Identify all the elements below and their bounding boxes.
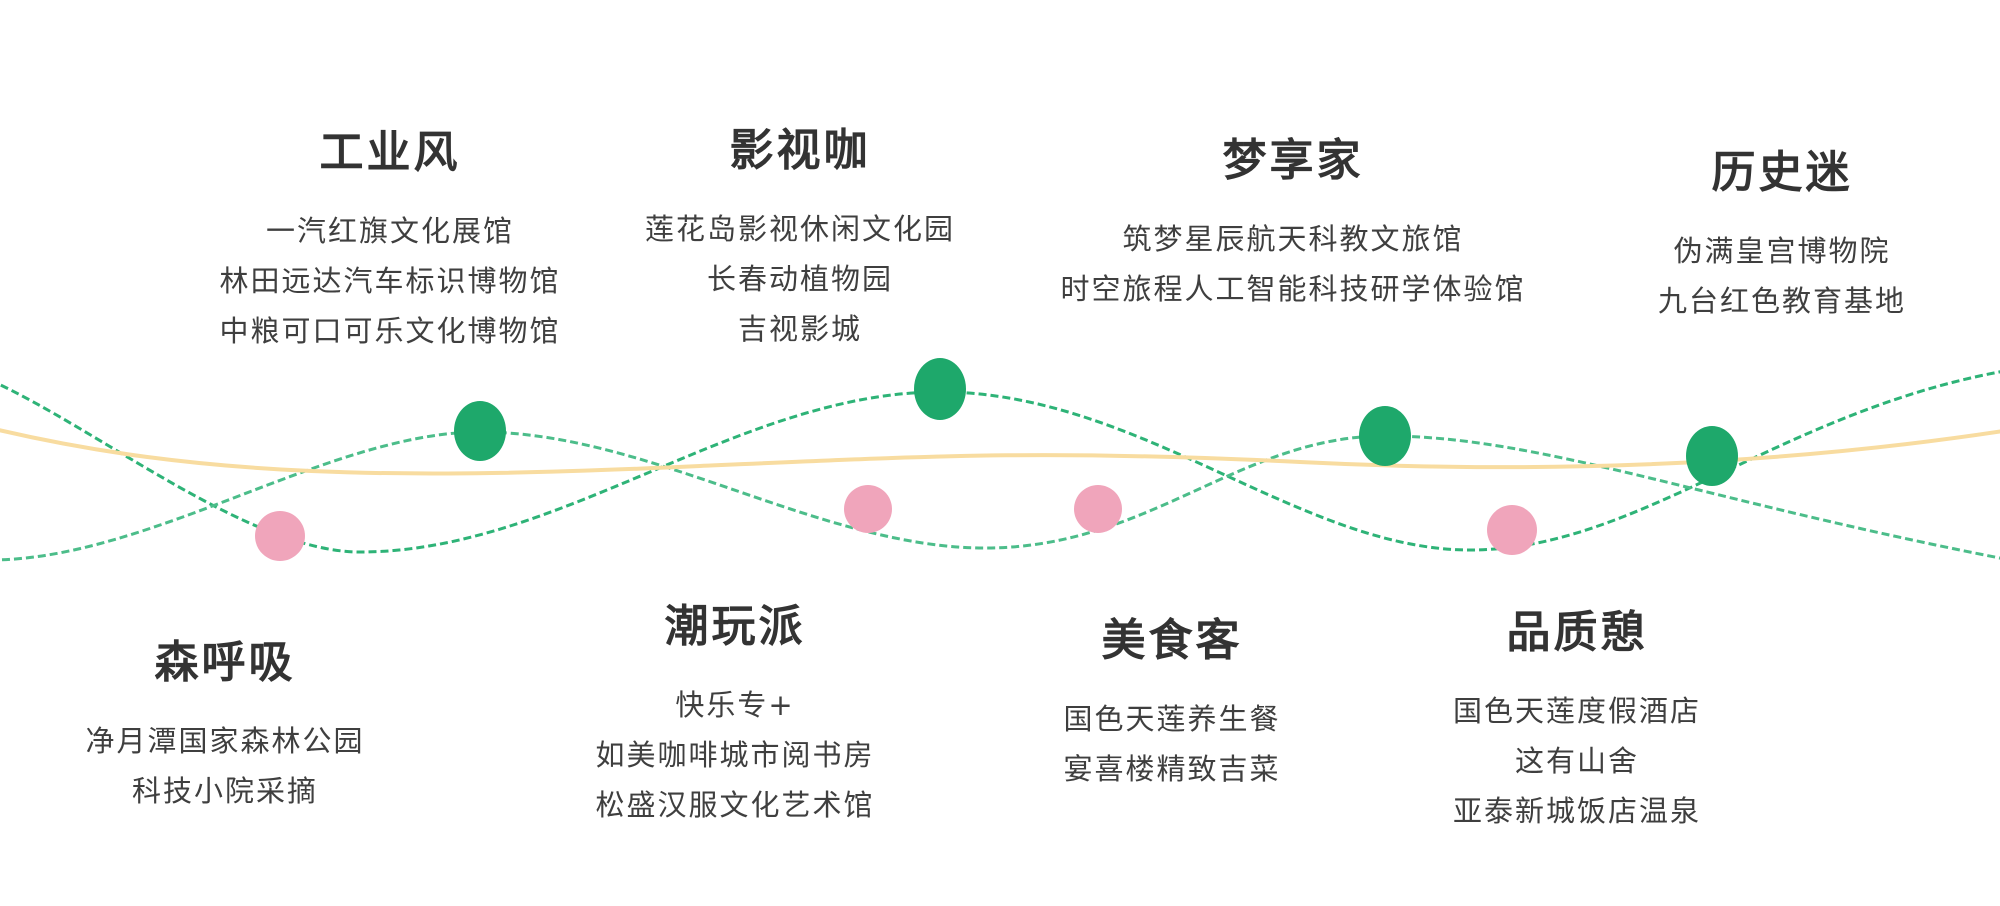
group-item: 亚泰新城饭店温泉 [1452, 794, 1701, 828]
group-title-trendy: 潮玩派 [664, 601, 806, 652]
group-item: 科技小院采摘 [131, 774, 318, 808]
group-industrial: 工业风 一汽红旗文化展馆 林田远达汽车标识博物馆 中粮可口可乐文化博物馆 [160, 126, 620, 356]
group-items-quality: 国色天莲度假酒店 这有山舍 亚泰新城饭店温泉 [1402, 686, 1752, 836]
group-item: 这有山舍 [1514, 744, 1639, 778]
group-trendy: 潮玩派 快乐专+ 如美咖啡城市阅书房 松盛汉服文化艺术馆 [545, 600, 925, 830]
group-item: 林田远达汽车标识博物馆 [219, 264, 561, 298]
group-item: 九台红色教育基地 [1657, 284, 1906, 318]
group-items-history: 伪满皇宫博物院 九台红色教育基地 [1597, 226, 1967, 326]
group-title-forest: 森呼吸 [154, 637, 296, 688]
group-items-forest: 净月潭国家森林公园 科技小院采摘 [45, 716, 405, 816]
pink-dot-2 [844, 485, 892, 533]
group-item: 时空旅程人工智能科技研学体验馆 [1060, 272, 1526, 306]
group-item: 吉视影城 [737, 312, 862, 346]
group-forest: 森呼吸 净月潭国家森林公园 科技小院采摘 [45, 636, 405, 816]
group-item: 一汽红旗文化展馆 [265, 214, 514, 248]
group-item: 长春动植物园 [706, 262, 893, 296]
group-items-trendy: 快乐专+ 如美咖啡城市阅书房 松盛汉服文化艺术馆 [545, 680, 925, 830]
pink-dot-1 [255, 511, 305, 561]
group-item: 中粮可口可乐文化博物馆 [219, 314, 561, 348]
group-quality: 品质憩 国色天莲度假酒店 这有山舍 亚泰新城饭店温泉 [1402, 606, 1752, 836]
group-items-industrial: 一汽红旗文化展馆 林田远达汽车标识博物馆 中粮可口可乐文化博物馆 [160, 206, 620, 356]
green-dot-1 [454, 401, 506, 461]
group-title-film: 影视咖 [729, 125, 871, 176]
group-film: 影视咖 莲花岛影视休闲文化园 长春动植物园 吉视影城 [600, 124, 1000, 354]
group-item: 筑梦星辰航天科教文旅馆 [1122, 222, 1464, 256]
group-title-industrial: 工业风 [319, 127, 461, 178]
group-dream: 梦享家 筑梦星辰航天科教文旅馆 时空旅程人工智能科技研学体验馆 [1013, 134, 1573, 314]
group-item: 莲花岛影视休闲文化园 [644, 212, 955, 246]
group-item: 松盛汉服文化艺术馆 [595, 788, 875, 822]
pink-dot-3 [1074, 485, 1122, 533]
wave-line-green-light [0, 430, 2000, 562]
green-dot-2 [914, 358, 966, 420]
wave-line-yellow [0, 428, 2000, 476]
group-item: 伪满皇宫博物院 [1673, 234, 1891, 268]
group-history: 历史迷 伪满皇宫博物院 九台红色教育基地 [1597, 146, 1967, 326]
group-item: 国色天莲养生餐 [1063, 702, 1281, 736]
group-item: 如美咖啡城市阅书房 [595, 738, 875, 772]
green-dot-4 [1686, 426, 1738, 486]
group-title-food: 美食客 [1101, 615, 1243, 666]
group-title-history: 历史迷 [1711, 147, 1853, 198]
group-item: 净月潭国家森林公园 [85, 724, 365, 758]
group-item: 国色天莲度假酒店 [1452, 694, 1701, 728]
group-items-dream: 筑梦星辰航天科教文旅馆 时空旅程人工智能科技研学体验馆 [1013, 214, 1573, 314]
green-dot-3 [1359, 406, 1411, 466]
pink-dot-4 [1487, 505, 1537, 555]
group-item: 宴喜楼精致吉菜 [1063, 752, 1281, 786]
group-title-dream: 梦享家 [1222, 135, 1364, 186]
group-food: 美食客 国色天莲养生餐 宴喜楼精致吉菜 [1012, 614, 1332, 794]
group-items-film: 莲花岛影视休闲文化园 长春动植物园 吉视影城 [600, 204, 1000, 354]
group-title-quality: 品质憩 [1506, 607, 1648, 658]
group-items-food: 国色天莲养生餐 宴喜楼精致吉菜 [1012, 694, 1332, 794]
group-item: 快乐专+ [675, 688, 795, 722]
